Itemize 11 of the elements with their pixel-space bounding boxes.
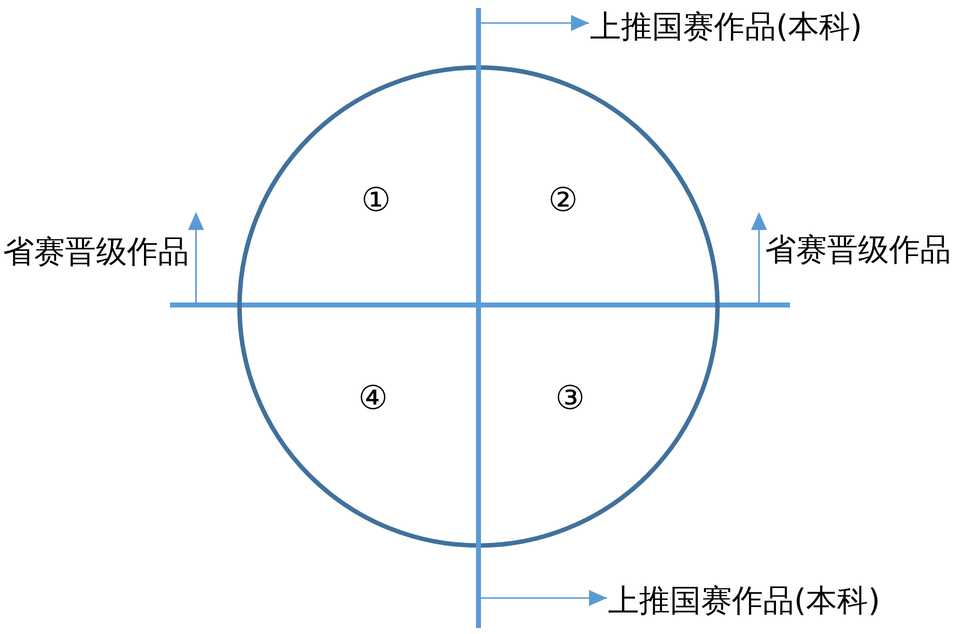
circled-number: ③ [555,379,585,417]
text-label: 上推国赛作品(本科) [590,9,862,45]
text-label: 省赛晋级作品 [765,232,951,268]
arrow [481,590,607,606]
text-label: 上推国赛作品(本科) [608,583,880,619]
circle [237,65,720,548]
arrow [481,15,589,31]
text-label: 省赛晋级作品 [3,234,189,270]
circled-number: ② [548,181,578,219]
circled-number: ① [361,181,391,219]
circled-number: ④ [358,379,388,417]
